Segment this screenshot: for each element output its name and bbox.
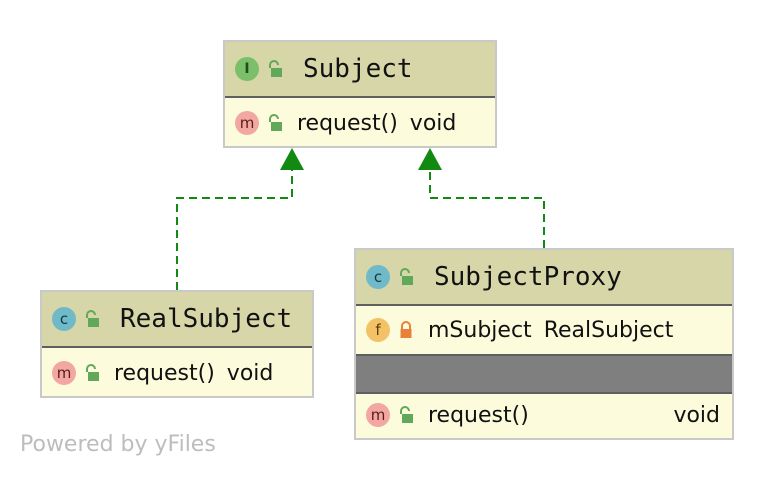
unlock-icon xyxy=(267,113,283,133)
realsubject-header: c RealSubject xyxy=(42,292,312,348)
class-title: SubjectProxy xyxy=(434,262,622,292)
unlock-icon xyxy=(84,363,100,383)
edge-realsubject-to-subject xyxy=(176,168,293,290)
interface-icon: I xyxy=(235,57,259,81)
class-icon: c xyxy=(366,265,390,289)
arrowhead-realsubject xyxy=(280,148,304,170)
method-name: request() xyxy=(114,360,215,386)
method-type: void xyxy=(409,110,457,136)
method-name: request() xyxy=(428,402,529,428)
method-row: m request() void xyxy=(356,394,732,436)
subjectproxy-class-node[interactable]: c SubjectProxy f mSubject RealSubject m … xyxy=(354,248,734,440)
field-row: f mSubject RealSubject xyxy=(356,306,732,354)
field-name: mSubject xyxy=(428,317,532,343)
lock-icon xyxy=(398,320,414,340)
field-icon: f xyxy=(366,318,390,342)
unlock-icon xyxy=(267,59,283,79)
method-row: m request() void xyxy=(225,98,495,148)
unlock-icon xyxy=(398,267,414,287)
field-type: RealSubject xyxy=(543,317,674,343)
powered-by-label: Powered by yFiles xyxy=(20,432,216,457)
method-row: m request() void xyxy=(42,348,312,398)
subject-class-node[interactable]: I Subject m request() void xyxy=(223,40,497,148)
method-type: void xyxy=(673,402,720,428)
class-icon: c xyxy=(52,307,76,331)
method-type: void xyxy=(226,360,274,386)
edge-subjectproxy-to-subject xyxy=(429,168,545,248)
unlock-icon xyxy=(398,405,414,425)
divider xyxy=(356,392,732,394)
method-icon: m xyxy=(366,403,390,427)
empty-section xyxy=(356,356,732,392)
arrowhead-subjectproxy xyxy=(418,148,442,170)
method-icon: m xyxy=(235,111,259,135)
subjectproxy-header: c SubjectProxy xyxy=(356,250,732,306)
unlock-icon xyxy=(84,309,100,329)
subject-header: I Subject xyxy=(225,42,495,98)
class-title: RealSubject xyxy=(120,304,293,334)
class-title: Subject xyxy=(303,54,413,84)
divider xyxy=(356,354,732,356)
realsubject-class-node[interactable]: c RealSubject m request() void xyxy=(40,290,314,398)
method-icon: m xyxy=(52,361,76,385)
method-name: request() xyxy=(297,110,398,136)
